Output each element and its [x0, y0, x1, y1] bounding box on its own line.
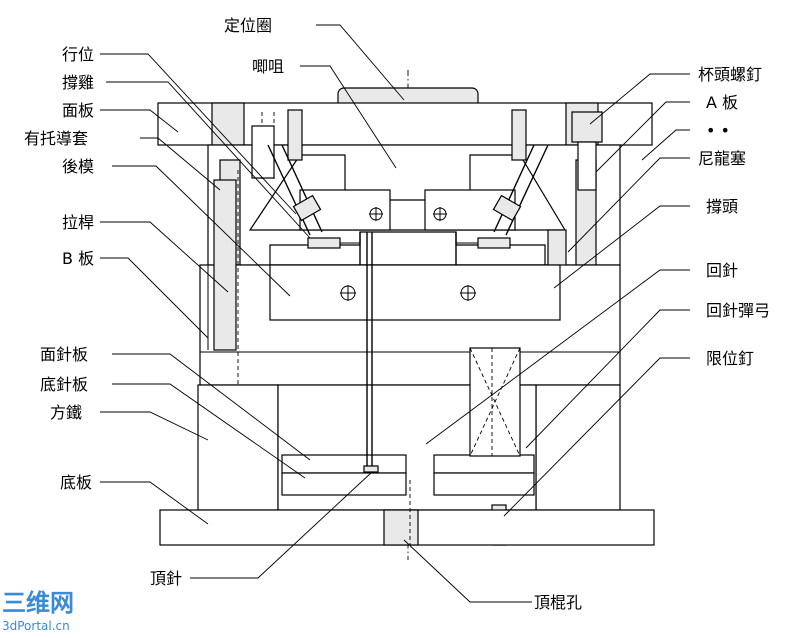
leader-lines: [100, 24, 690, 603]
label-dots: • •: [706, 121, 730, 140]
spacer-right-shape: [535, 384, 621, 511]
label-locating-ring: 定位圈: [224, 16, 272, 35]
label-top-plate: 面板: [62, 101, 94, 120]
label-stop-pin: 限位釘: [706, 349, 754, 368]
label-ejector-plate: 面針板: [40, 345, 88, 364]
label-spacer-block: 方鐵: [50, 403, 82, 422]
label-cap-screw: 杯頭螺釘: [698, 65, 762, 84]
mold-drawing: [157, 70, 655, 560]
label-sprue: 唧咀: [252, 57, 284, 76]
label-wedge: 撐雞: [62, 73, 94, 92]
watermark: 三维网 3dPortal.cn: [2, 589, 74, 633]
label-b-plate: B 板: [62, 249, 94, 268]
label-cavity-core: 後模: [62, 157, 94, 176]
label-guide-bushing: 有托導套: [24, 129, 88, 148]
label-slide: 行位: [62, 45, 94, 64]
ejector-plate-shape: [281, 454, 407, 474]
label-return-spring: 回針彈弓: [706, 301, 770, 320]
ejector-retainer-shape: [281, 472, 407, 496]
label-bottom-plate: 底板: [60, 473, 92, 492]
label-ko-hole: 頂棍孔: [534, 593, 582, 612]
label-a-plate: A 板: [706, 93, 738, 112]
label-ejector-pin: 頂針: [150, 569, 182, 588]
spacer-left-shape: [197, 384, 279, 511]
label-support-pillar: 撐頭: [706, 197, 738, 216]
labels-left: 定位圈 唧咀 行位 撐雞 面板 有托導套 後模 拉桿 B 板 面針板 底針板 方…: [24, 16, 582, 612]
label-puller-bolt: 拉桿: [62, 213, 94, 232]
labels-right: 杯頭螺釘 A 板 • • 尼龍塞 撐頭 回針 回針彈弓 限位釘: [698, 65, 770, 368]
label-return-pin: 回針: [706, 261, 738, 280]
watermark-logo: 三维网: [2, 589, 74, 617]
label-nylon-plug: 尼龍塞: [698, 149, 746, 168]
watermark-site: 3dPortal.cn: [2, 619, 70, 633]
label-ejector-retainer: 底針板: [40, 375, 88, 394]
